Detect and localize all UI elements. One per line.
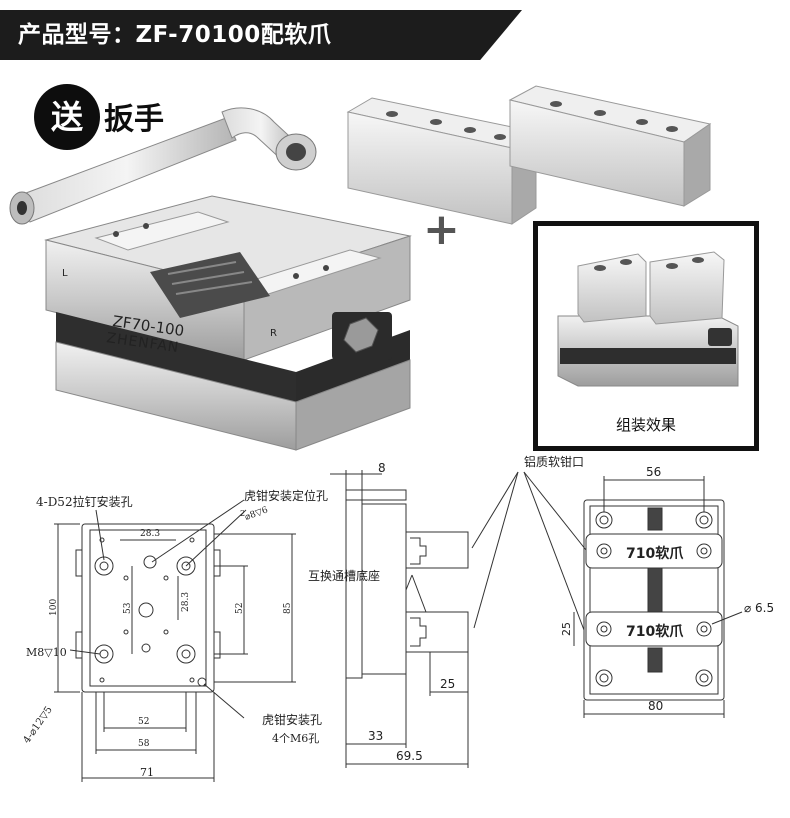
assembly-illustration [557, 251, 739, 387]
wrench-illustration [9, 107, 317, 225]
assembly-frame: 组装效果 [533, 221, 759, 451]
product-title: 产品型号：ZF-70100配软爪 [18, 22, 332, 48]
vise-left-mark: L [62, 268, 68, 279]
vise-illustration [44, 195, 412, 451]
assembly-caption: 组装效果 [615, 416, 676, 434]
title-banner: 产品型号：ZF-70100配软爪 [0, 10, 522, 60]
gift-label: 扳手 [104, 102, 164, 137]
plus-sign: + [423, 204, 460, 255]
soft-jaws-illustration [346, 85, 712, 225]
vise-right-mark: R [270, 328, 277, 339]
gift-badge: 送 [34, 84, 100, 150]
